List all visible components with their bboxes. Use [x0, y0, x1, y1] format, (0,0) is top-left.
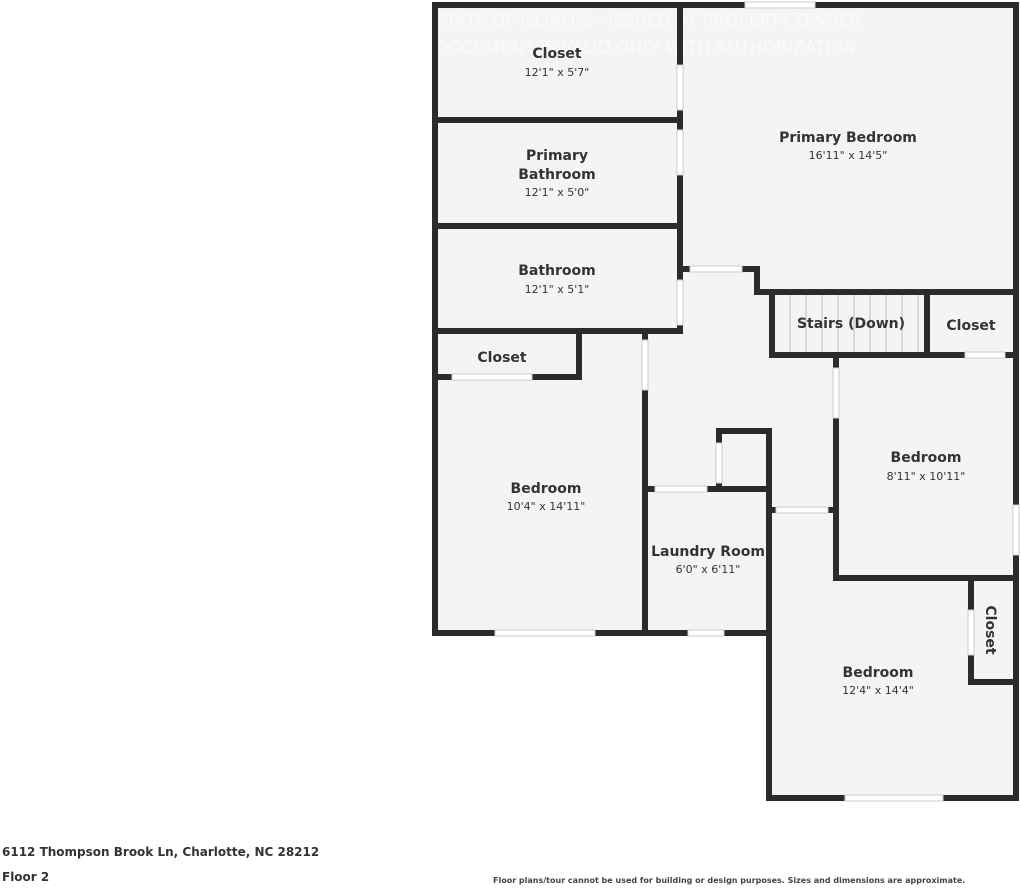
room-name: Laundry Room — [651, 544, 765, 560]
room-name-line-2: Bathroom — [518, 167, 596, 183]
room-dimensions: 8'11" x 10'11" — [887, 470, 966, 483]
room-dimensions: 6'0" x 6'11" — [676, 563, 741, 576]
floor-label: Floor 2 — [2, 870, 50, 884]
room-name: Stairs (Down) — [797, 316, 905, 332]
room-name: Primary Bedroom — [779, 130, 917, 146]
room-bathroom: Bathroom 12'1" x 5'1" — [518, 263, 596, 296]
room-dimensions: 12'1" x 5'7" — [525, 66, 590, 79]
room-name: Closet — [477, 350, 527, 366]
room-closet-bottom: Closet — [982, 605, 998, 655]
room-name: Closet — [946, 318, 996, 334]
room-name: Bedroom — [511, 481, 582, 497]
property-address: 6112 Thompson Brook Ln, Charlotte, NC 28… — [2, 845, 320, 859]
room-dimensions: 16'11" x 14'5" — [809, 149, 888, 162]
room-closet-top: Closet 12'1" x 5'7" — [525, 46, 590, 79]
room-closet-left: Closet — [477, 350, 527, 366]
room-name: Closet — [532, 46, 582, 62]
room-name: Closet — [982, 605, 998, 655]
room-laundry: Laundry Room 6'0" x 6'11" — [651, 544, 765, 576]
room-stairs: Stairs (Down) — [797, 316, 905, 332]
room-name: Bedroom — [891, 450, 962, 466]
room-dimensions: 12'4" x 14'4" — [842, 684, 914, 697]
room-primary-bathroom: Primary Bathroom 12'1" x 5'0" — [518, 148, 596, 199]
room-name: Bathroom — [518, 263, 596, 279]
room-dimensions: 10'4" x 14'11" — [507, 500, 586, 513]
room-bedroom-bottom: Bedroom 12'4" x 14'4" — [842, 665, 914, 697]
stair-treads — [789, 295, 919, 352]
watermark-line-2: DOCUMENT IS VALID ONLY WITH AUTHORIZATIO… — [435, 38, 856, 58]
room-name: Primary — [526, 148, 588, 164]
openings — [451, 1, 1020, 802]
room-dimensions: 12'1" x 5'0" — [525, 186, 590, 199]
disclaimer: Floor plans/tour cannot be used for buil… — [493, 876, 966, 885]
room-name: Bedroom — [843, 665, 914, 681]
floor-area — [435, 5, 1016, 798]
watermark-line-1: STATE OF ILLINOIS - ISSUED BY PROPERTY O… — [435, 11, 862, 31]
room-primary-bedroom: Primary Bedroom 16'11" x 14'5" — [779, 130, 917, 162]
room-closet-right: Closet — [946, 318, 996, 334]
watermark: STATE OF ILLINOIS - ISSUED BY PROPERTY O… — [435, 11, 862, 58]
room-bedroom-right: Bedroom 8'11" x 10'11" — [887, 450, 966, 483]
room-dimensions: 12'1" x 5'1" — [525, 283, 590, 296]
room-bedroom-left: Bedroom 10'4" x 14'11" — [507, 481, 586, 513]
